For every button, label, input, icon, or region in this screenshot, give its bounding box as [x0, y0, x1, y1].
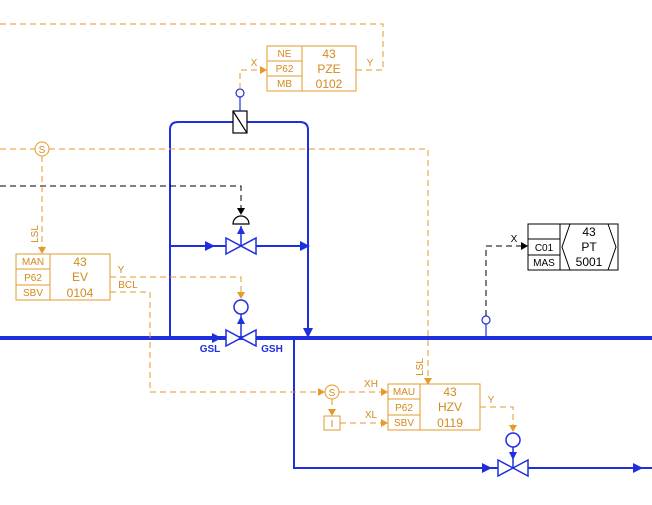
i-box-label: I	[331, 419, 334, 430]
arrow-down-icon	[509, 425, 517, 432]
i-box: I	[323, 415, 341, 431]
block-row-label: MAS	[533, 258, 555, 269]
arrow-right-icon	[300, 241, 310, 251]
process-lines	[0, 121, 652, 469]
arrow-right-icon	[521, 242, 528, 250]
pt-bracket-right-icon	[607, 223, 617, 271]
ev-control-valve[interactable]	[225, 299, 257, 348]
s-circle-bottom: S	[324, 384, 340, 400]
s-circle-bottom-label: S	[329, 388, 336, 399]
arrow-down-icon	[237, 292, 245, 299]
signal-arrows	[38, 66, 517, 432]
block-tag: 0119	[437, 416, 463, 430]
valve-diagonal-icon	[232, 110, 248, 134]
pze-y-signal	[0, 23, 384, 71]
ev-y-signal	[110, 276, 242, 298]
block-number: 43	[73, 255, 87, 269]
arrow-right-icon	[633, 463, 643, 473]
arrow-down-icon	[424, 378, 432, 385]
arrow-down-icon	[237, 208, 245, 215]
pze-valve[interactable]	[232, 88, 248, 134]
arrow-down-icon	[509, 452, 517, 460]
pt-signal-line	[485, 245, 528, 316]
arrow-down-icon	[38, 247, 46, 254]
hzv-xl-label: XL	[365, 410, 378, 421]
arrow-right-icon	[205, 241, 215, 251]
block-row-label: MAN	[22, 257, 44, 268]
s-circle-top: S	[34, 141, 50, 157]
pze-y-label: Y	[367, 58, 374, 69]
block-hzv-0119[interactable]: MAU P62 SBV 43 HZV 0119	[387, 383, 481, 431]
s-circle-top-label: S	[39, 145, 46, 156]
block-row-label: P62	[276, 64, 294, 75]
block-tag: 0104	[67, 286, 94, 300]
block-row-label: MAU	[393, 387, 415, 398]
arrow-right-icon	[381, 419, 388, 427]
ev-lsl-label: LSL	[30, 225, 41, 243]
pt-bracket-left-icon	[561, 223, 571, 271]
diaphragm-actuator-icon	[232, 215, 250, 225]
arrow-down-icon	[303, 328, 313, 338]
hzv-lsl-label: LSL	[415, 358, 426, 376]
block-pze-0102[interactable]: NE P62 MB 43 PZE 0102	[266, 45, 357, 92]
block-number: 43	[582, 225, 596, 239]
pze-x-signal	[239, 69, 267, 89]
arrow-up-icon	[237, 316, 245, 324]
arrow-right-icon	[482, 463, 492, 473]
block-type: PT	[581, 240, 597, 254]
hzv-y-label: Y	[488, 395, 495, 406]
block-row-label: SBV	[23, 288, 43, 299]
arrow-down-icon	[328, 409, 336, 416]
control-signal-lines	[0, 185, 528, 316]
block-row-label: P62	[395, 403, 413, 414]
block-pt-5001[interactable]: C01 MAS 43 PT 5001	[527, 223, 619, 271]
actuator-circle-icon	[233, 299, 249, 315]
process-arrows	[205, 241, 643, 473]
block-ev-0104[interactable]: MAN P62 SBV 43 EV 0104	[15, 253, 111, 301]
block-row-label: SBV	[394, 418, 414, 429]
block-tag: 5001	[576, 255, 603, 269]
ev-y-label: Y	[118, 265, 125, 276]
middle-valve-signal	[0, 185, 242, 212]
gsl-label: GSL	[200, 344, 221, 355]
pze-x-label: X	[251, 58, 258, 69]
gsh-label: GSH	[261, 344, 283, 355]
arrow-right-icon	[318, 388, 325, 396]
arrow-up-icon	[237, 226, 245, 234]
arrow-right-icon	[212, 333, 222, 343]
ev-bcl-signal	[110, 291, 325, 393]
block-number: 43	[443, 385, 457, 399]
signal-lines	[0, 23, 514, 432]
block-type: HZV	[438, 400, 462, 414]
pt-x-label: X	[511, 234, 518, 245]
block-row-label: NE	[278, 49, 292, 60]
arrow-right-icon	[381, 388, 388, 396]
hzv-xh-label: XH	[364, 379, 378, 390]
block-row-label: C01	[535, 243, 554, 254]
actuator-circle-icon	[505, 432, 521, 448]
arrow-right-icon	[260, 66, 267, 74]
block-row-label: P62	[24, 273, 42, 284]
lower-branch-line	[293, 338, 652, 469]
block-number: 43	[322, 47, 336, 61]
hzv-y-signal	[480, 406, 514, 432]
block-row-label: MB	[277, 79, 292, 90]
actuator-circle-icon	[235, 88, 245, 98]
pt-tap	[481, 315, 491, 338]
tap-circle-icon	[481, 315, 491, 325]
block-type: PZE	[317, 62, 340, 76]
ev-bcl-label: BCL	[118, 280, 138, 291]
block-tag: 0102	[316, 77, 343, 91]
block-type: EV	[72, 270, 88, 284]
